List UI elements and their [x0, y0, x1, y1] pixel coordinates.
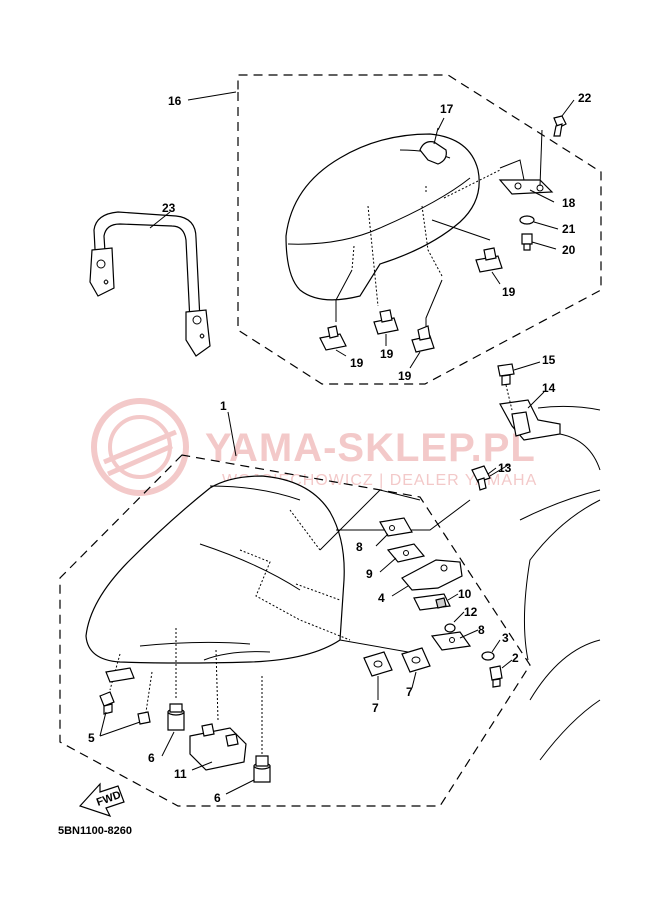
grab-bar-part-23: [89, 211, 211, 357]
passenger-seat-part-17: [285, 127, 480, 301]
main-seat-part-1: [85, 475, 345, 664]
callout-16: 16: [168, 94, 182, 108]
bolt-part-2: [489, 665, 503, 688]
group-1-boundary: [59, 454, 531, 807]
bolt-part-15: [497, 363, 515, 411]
callout-19-b: 19: [380, 347, 394, 361]
callout-5: 5: [88, 731, 95, 745]
bracket-part-11: [189, 723, 247, 771]
watermark-logo-icon: [91, 398, 189, 496]
clip-part-19-a: [319, 325, 347, 351]
callout-19-a: 19: [350, 356, 364, 370]
clip-part-19-b: [373, 309, 399, 335]
callout-12: 12: [464, 605, 478, 619]
callout-22: 22: [578, 91, 592, 105]
callout-3: 3: [502, 631, 509, 645]
callout-4: 4: [378, 591, 385, 605]
fwd-arrow-icon: FWD: [78, 782, 125, 818]
clip-part-19-d: [475, 247, 503, 273]
clip-part-7-b: [401, 647, 431, 673]
group-16-boundary: [237, 74, 602, 385]
callout-17: 17: [440, 102, 454, 116]
spacer-part-6-b: [253, 755, 271, 783]
bolt-part-22: [553, 115, 567, 137]
bracket-part-8-b: [430, 631, 472, 651]
screw-part-5-a: [99, 691, 115, 715]
callout-23: 23: [162, 201, 176, 215]
callout-1: 1: [220, 399, 227, 413]
bracket-part-4: [401, 559, 463, 591]
callout-18: 18: [562, 196, 576, 210]
washer-part-21: [519, 215, 535, 225]
upper-dotted-links: [335, 159, 527, 330]
bracket-part-18: [498, 129, 554, 195]
callout-6-a: 6: [148, 751, 155, 765]
callout-15: 15: [542, 353, 556, 367]
callout-7-a: 7: [372, 701, 379, 715]
clip-part-7-a: [363, 651, 393, 677]
clip-part-19-c: [411, 325, 435, 353]
callout-19-c: 19: [398, 369, 412, 383]
screw-part-13: [471, 463, 511, 491]
plate-part-5: [105, 667, 135, 683]
leader-lines: [99, 91, 575, 795]
callout-11: 11: [174, 767, 187, 781]
collar-part-12: [444, 623, 456, 633]
bracket-part-8-a: [379, 517, 413, 537]
frame-silhouette: [519, 405, 601, 761]
washer-part-3: [481, 651, 495, 661]
plate-part-9: [386, 543, 426, 563]
callout-8-b: 8: [478, 623, 485, 637]
callout-10: 10: [458, 587, 472, 601]
screw-part-5-b: [137, 711, 151, 725]
lower-dotted-links: [109, 489, 471, 754]
callout-20: 20: [562, 243, 576, 257]
callout-21: 21: [562, 222, 576, 236]
diagram-code: 5BN1100-8260: [58, 825, 132, 837]
hinge-bracket-part-14: [499, 399, 561, 441]
watermark-brand: YAMA-SKLEP.PL: [205, 426, 536, 470]
bracket-part-10: [413, 593, 451, 611]
callout-19-d: 19: [502, 285, 516, 299]
callout-14: 14: [542, 381, 556, 395]
callout-labels: 16 17 22 18 21 20 19 19 19 19 23 1 15 14…: [88, 91, 592, 805]
callout-8-a: 8: [356, 540, 363, 554]
watermark: YAMA-SKLEP.PL WOJCIECHOWICZ | DEALER YAM…: [91, 398, 536, 496]
callout-2: 2: [512, 651, 519, 665]
bolt-part-20: [521, 233, 533, 251]
spacer-part-6-a: [167, 703, 185, 731]
callout-13: 13: [498, 461, 512, 475]
callout-9: 9: [366, 567, 373, 581]
callout-6-b: 6: [214, 791, 221, 805]
callout-7-b: 7: [406, 685, 413, 699]
